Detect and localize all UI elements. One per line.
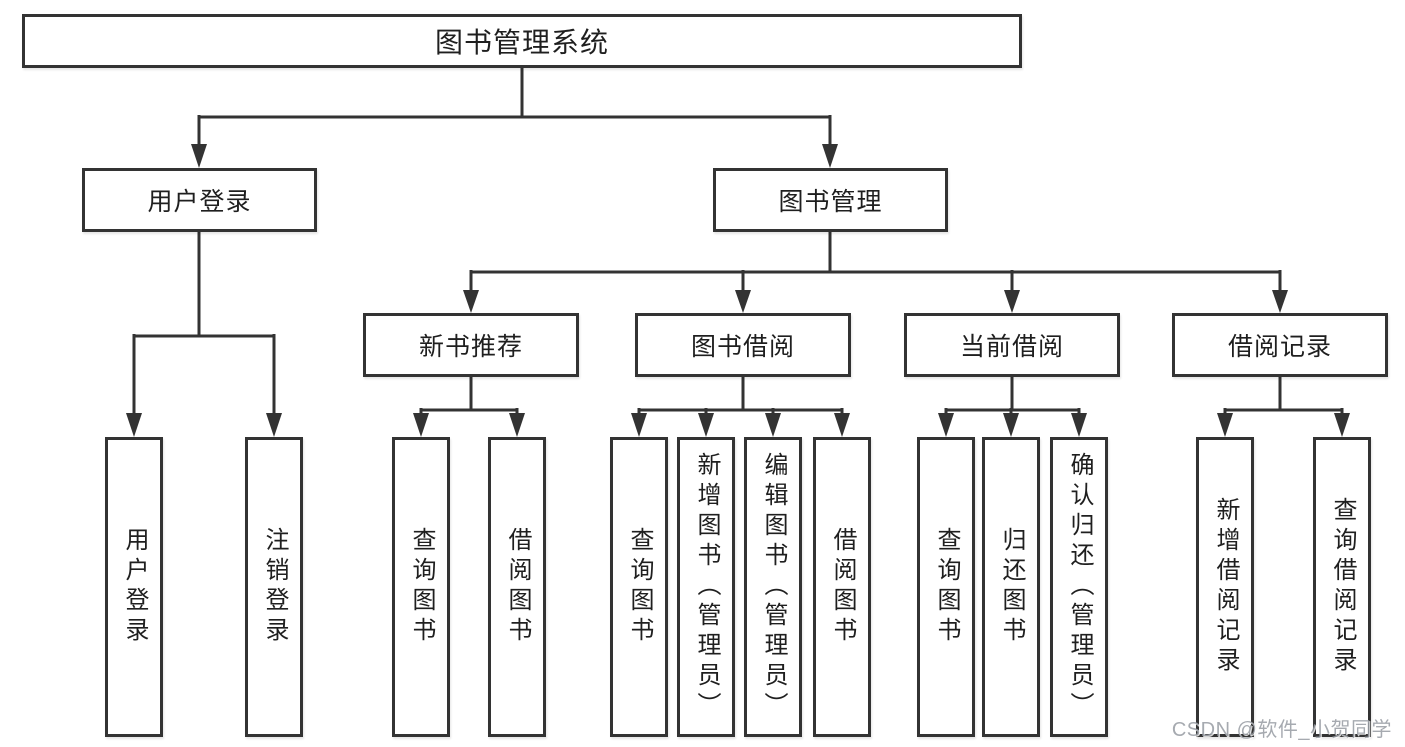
- leaf-add-books-admin: 新增图书（管理员）: [677, 437, 735, 737]
- node-borrow-records-label: 借阅记录: [1227, 333, 1332, 361]
- leaf-query-books-current: 查询图书: [917, 437, 975, 737]
- node-user-login-label: 用户登录: [147, 188, 252, 216]
- leaf-user-login: 用户登录: [105, 437, 163, 737]
- leaf-return-books: 归还图书: [982, 437, 1040, 737]
- csdn-watermark: CSDN @软件_小贺同学: [1171, 719, 1392, 741]
- leaf-query-borrow-record: 查询借阅记录: [1313, 437, 1371, 737]
- node-book-management: 图书管理: [713, 168, 948, 232]
- arrowheads: [126, 144, 1350, 437]
- leaf-borrow-books-borrow: 借阅图书: [813, 437, 871, 737]
- node-borrow-records: 借阅记录: [1172, 313, 1388, 377]
- leaf-confirm-return-admin: 确认归还（管理员）: [1050, 437, 1108, 737]
- node-new-book-recommend: 新书推荐: [363, 313, 579, 377]
- leaf-add-borrow-record: 新增借阅记录: [1196, 437, 1254, 737]
- node-book-borrow: 图书借阅: [635, 313, 851, 377]
- node-book-borrow-label: 图书借阅: [690, 333, 795, 361]
- leaf-borrow-books-recommend: 借阅图书: [488, 437, 546, 737]
- node-root-label: 图书管理系统: [434, 27, 609, 58]
- node-current-borrow-label: 当前借阅: [959, 333, 1064, 361]
- node-user-login: 用户登录: [82, 168, 317, 232]
- node-current-borrow: 当前借阅: [904, 313, 1120, 377]
- leaf-query-books-borrow: 查询图书: [610, 437, 668, 737]
- node-book-management-label: 图书管理: [778, 188, 883, 216]
- leaf-query-books-recommend: 查询图书: [392, 437, 450, 737]
- node-new-book-recommend-label: 新书推荐: [418, 333, 523, 361]
- leaf-logout-login: 注销登录: [245, 437, 303, 737]
- leaf-edit-books-admin: 编辑图书（管理员）: [744, 437, 802, 737]
- node-library-management-system: 图书管理系统: [22, 14, 1022, 68]
